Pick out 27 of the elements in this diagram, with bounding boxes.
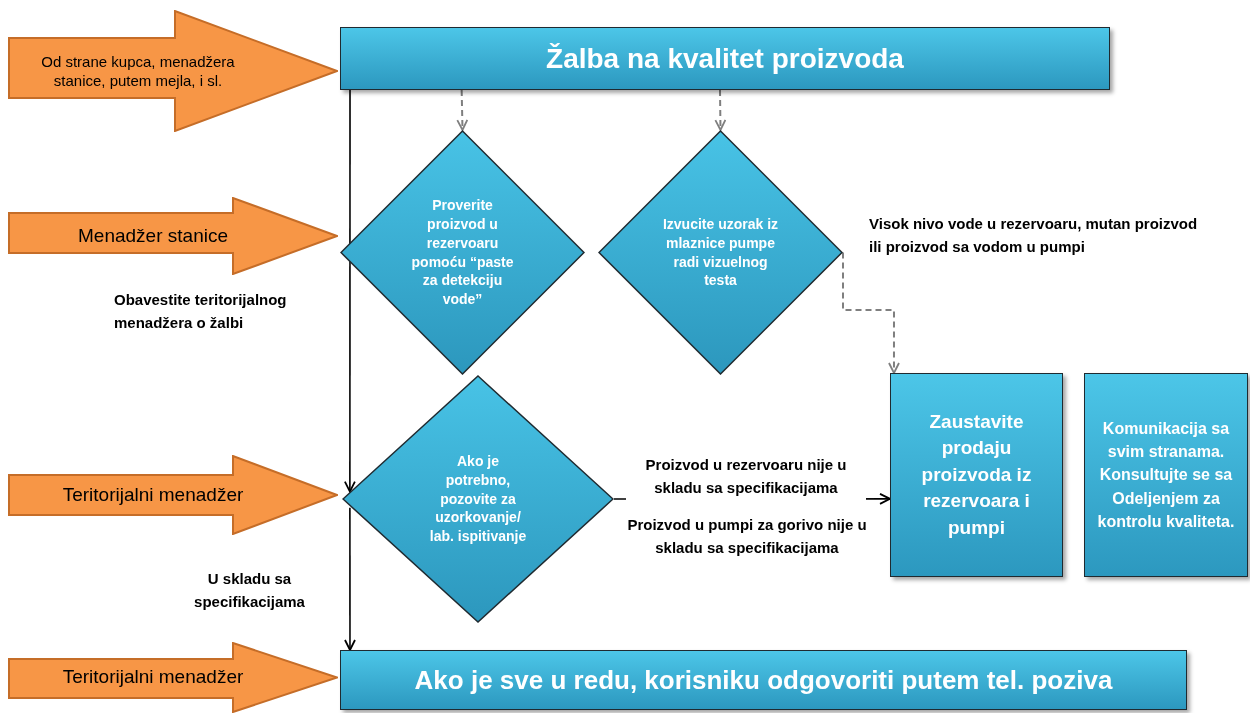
process-box [340, 27, 1110, 90]
node-text: Komunikacija sa svim stranama. Konsultujte se sa Odeljenjem za kontrolu kvaliteta. [1096, 419, 1236, 532]
node-text: Ako je sve u redu, korisniku odgovoriti putem tel. poziva [414, 663, 1113, 697]
node-text: Proverite proizvod u rezervoaru pomoću “paste za detekciju vode” [410, 195, 515, 310]
node-text: Zaustavite prodaju proizvoda iz rezervoara i pumpi [920, 409, 1033, 540]
arrow [842, 251, 900, 374]
arrow [344, 506, 356, 651]
node-text: Žalba na kvalitet proizvoda [546, 41, 904, 76]
process-box [1084, 373, 1248, 577]
node-text: Teritorijalni menadžer [62, 665, 244, 690]
arrow [714, 89, 727, 131]
node-text: Ako je potrebno, pozovite za uzorkovanje/ lab. ispitivanje [428, 451, 528, 547]
node-text: Menadžer stanice [78, 223, 228, 248]
block-arrow [8, 642, 338, 713]
arrow [456, 89, 469, 131]
node-text: Od strane kupca, menadžera stanice, putem mejla, i sl. [40, 51, 236, 91]
node-text: Teritorijalni menadžer [62, 482, 244, 507]
process-box [890, 373, 1063, 577]
process-box [340, 650, 1187, 710]
block-arrow [8, 455, 338, 535]
decision-diamond [342, 375, 614, 623]
block-arrow [8, 10, 338, 132]
decision-diamond [598, 130, 843, 375]
decision-diamond [340, 130, 585, 375]
node-text: Izvucite uzorak iz mlaznice pumpe radi vizuelnog testa [661, 214, 780, 291]
arrow [344, 89, 356, 493]
block-arrow [8, 197, 338, 275]
